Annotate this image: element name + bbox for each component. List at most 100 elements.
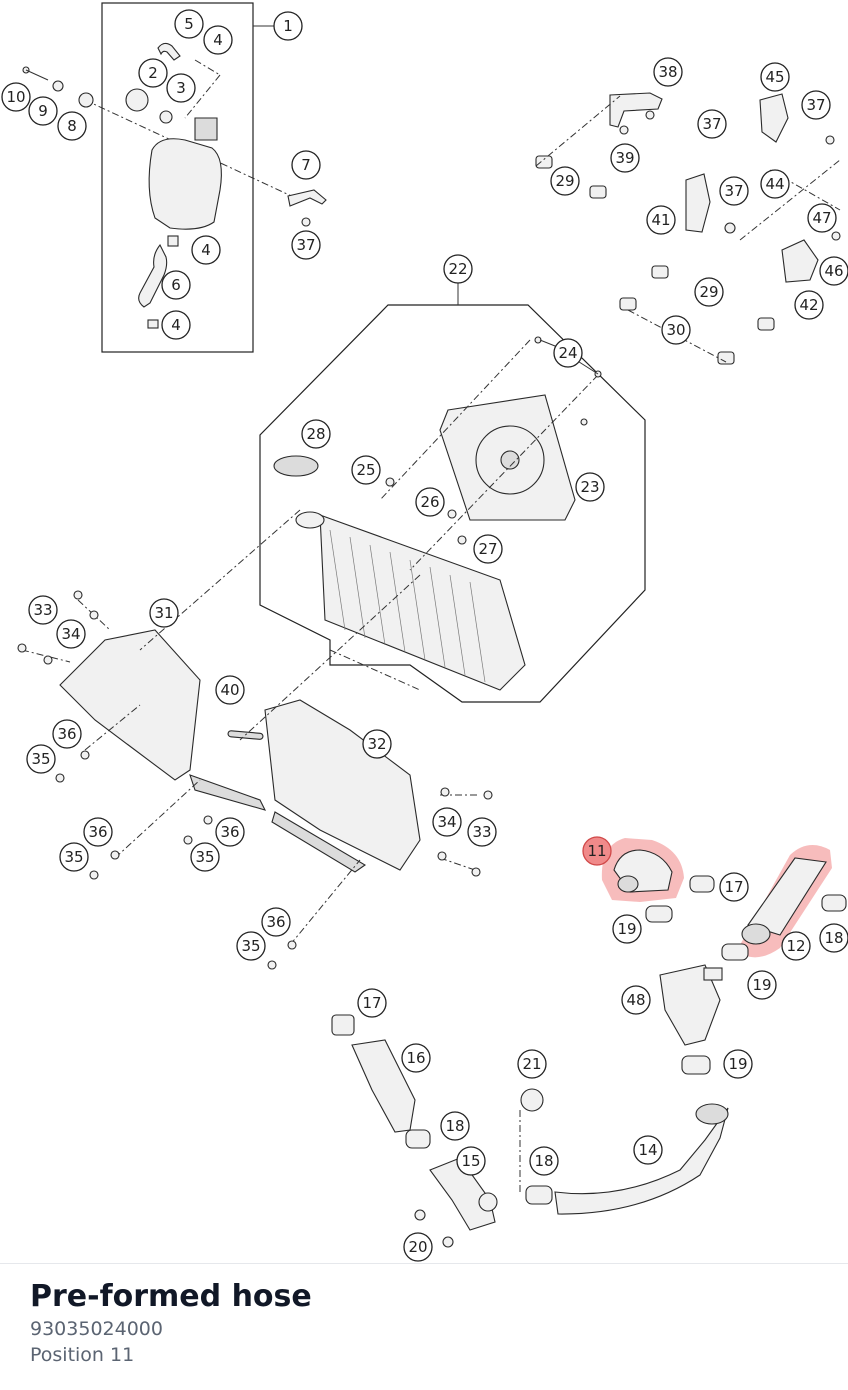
callout-18[interactable]: 18	[440, 1111, 470, 1141]
callout-2[interactable]: 2	[138, 58, 168, 88]
svg-text:36: 36	[266, 913, 285, 931]
svg-text:4: 4	[213, 31, 223, 49]
callout-24[interactable]: 24	[553, 338, 583, 368]
svg-text:14: 14	[638, 1141, 657, 1159]
callout-3[interactable]: 3	[166, 73, 196, 103]
callout-37[interactable]: 37	[801, 90, 831, 120]
part-position: Position 11	[30, 1344, 135, 1366]
svg-text:25: 25	[356, 461, 375, 479]
callout-34[interactable]: 34	[56, 619, 86, 649]
callout-34[interactable]: 34	[432, 807, 462, 837]
callout-35[interactable]: 35	[59, 842, 89, 872]
callout-17[interactable]: 17	[357, 988, 387, 1018]
svg-text:32: 32	[367, 735, 386, 753]
callout-39[interactable]: 39	[610, 143, 640, 173]
callout-36[interactable]: 36	[215, 817, 245, 847]
svg-text:19: 19	[617, 920, 636, 938]
callout-44[interactable]: 44	[760, 169, 790, 199]
callout-12[interactable]: 12	[781, 931, 811, 961]
svg-text:29: 29	[699, 283, 718, 301]
callout-47[interactable]: 47	[807, 203, 837, 233]
callout-37[interactable]: 37	[697, 109, 727, 139]
callout-19[interactable]: 19	[747, 970, 777, 1000]
callout-38[interactable]: 38	[653, 57, 683, 87]
callout-48[interactable]: 48	[621, 985, 651, 1015]
svg-text:5: 5	[184, 15, 194, 33]
callout-8[interactable]: 8	[57, 111, 87, 141]
callout-11-selected[interactable]: 11	[582, 836, 612, 866]
callout-20[interactable]: 20	[403, 1232, 433, 1262]
svg-text:18: 18	[824, 929, 843, 947]
callout-23[interactable]: 23	[575, 472, 605, 502]
svg-text:34: 34	[437, 813, 456, 831]
callout-36[interactable]: 36	[52, 719, 82, 749]
svg-text:45: 45	[765, 68, 784, 86]
svg-text:35: 35	[64, 848, 83, 866]
svg-text:37: 37	[296, 236, 315, 254]
svg-text:44: 44	[765, 175, 784, 193]
callout-36[interactable]: 36	[83, 817, 113, 847]
callout-36[interactable]: 36	[261, 907, 291, 937]
svg-text:20: 20	[408, 1238, 427, 1256]
svg-text:34: 34	[61, 625, 80, 643]
callout-27[interactable]: 27	[473, 534, 503, 564]
callout-35[interactable]: 35	[190, 842, 220, 872]
callout-37[interactable]: 37	[291, 230, 321, 260]
callout-14[interactable]: 14	[633, 1135, 663, 1165]
svg-text:21: 21	[522, 1055, 541, 1073]
part-number: 93035024000	[30, 1318, 163, 1340]
callout-28[interactable]: 28	[301, 419, 331, 449]
callout-30[interactable]: 30	[661, 315, 691, 345]
callout-45[interactable]: 45	[760, 62, 790, 92]
callout-19[interactable]: 19	[612, 914, 642, 944]
callout-15[interactable]: 15	[456, 1146, 486, 1176]
callout-42[interactable]: 42	[794, 290, 824, 320]
svg-text:10: 10	[6, 88, 25, 106]
svg-text:37: 37	[702, 115, 721, 133]
svg-text:48: 48	[626, 991, 645, 1009]
callout-17[interactable]: 17	[719, 872, 749, 902]
callout-9[interactable]: 9	[28, 96, 58, 126]
callout-40[interactable]: 40	[215, 675, 245, 705]
callout-22[interactable]: 22	[443, 254, 473, 284]
exploded-parts-diagram: 1 5 4 2 3 10 9 8 7 37 4 6 4 38 45 37 37 …	[1, 2, 848, 1262]
callout-33[interactable]: 33	[467, 817, 497, 847]
callout-21[interactable]: 21	[517, 1049, 547, 1079]
callout-33[interactable]: 33	[28, 595, 58, 625]
callout-31[interactable]: 31	[149, 598, 179, 628]
callout-6[interactable]: 6	[161, 270, 191, 300]
callout-4[interactable]: 4	[203, 25, 233, 55]
callout-46[interactable]: 46	[819, 256, 848, 286]
callout-37[interactable]: 37	[719, 176, 749, 206]
svg-text:19: 19	[728, 1055, 747, 1073]
callout-35[interactable]: 35	[236, 931, 266, 961]
svg-text:33: 33	[472, 823, 491, 841]
svg-text:41: 41	[651, 211, 670, 229]
callout-10[interactable]: 10	[1, 82, 31, 112]
svg-text:15: 15	[461, 1152, 480, 1170]
callout-1[interactable]: 1	[273, 11, 303, 41]
svg-text:23: 23	[580, 478, 599, 496]
callout-5[interactable]: 5	[174, 9, 204, 39]
callout-16[interactable]: 16	[401, 1043, 431, 1073]
callout-25[interactable]: 25	[351, 455, 381, 485]
callout-29[interactable]: 29	[694, 277, 724, 307]
callout-26[interactable]: 26	[415, 487, 445, 517]
part-name: Pre-formed hose	[30, 1279, 312, 1314]
callout-41[interactable]: 41	[646, 205, 676, 235]
callout-18[interactable]: 18	[529, 1146, 559, 1176]
svg-text:6: 6	[171, 276, 181, 294]
callout-4[interactable]: 4	[161, 310, 191, 340]
svg-text:2: 2	[148, 64, 158, 82]
callout-18[interactable]: 18	[819, 923, 848, 953]
svg-text:37: 37	[724, 182, 743, 200]
svg-text:3: 3	[176, 79, 186, 97]
svg-text:26: 26	[420, 493, 439, 511]
callout-35[interactable]: 35	[26, 744, 56, 774]
callout-29[interactable]: 29	[550, 166, 580, 196]
callout-32[interactable]: 32	[362, 729, 392, 759]
callout-4[interactable]: 4	[191, 235, 221, 265]
svg-text:35: 35	[31, 750, 50, 768]
callout-7[interactable]: 7	[291, 150, 321, 180]
callout-19[interactable]: 19	[723, 1049, 753, 1079]
